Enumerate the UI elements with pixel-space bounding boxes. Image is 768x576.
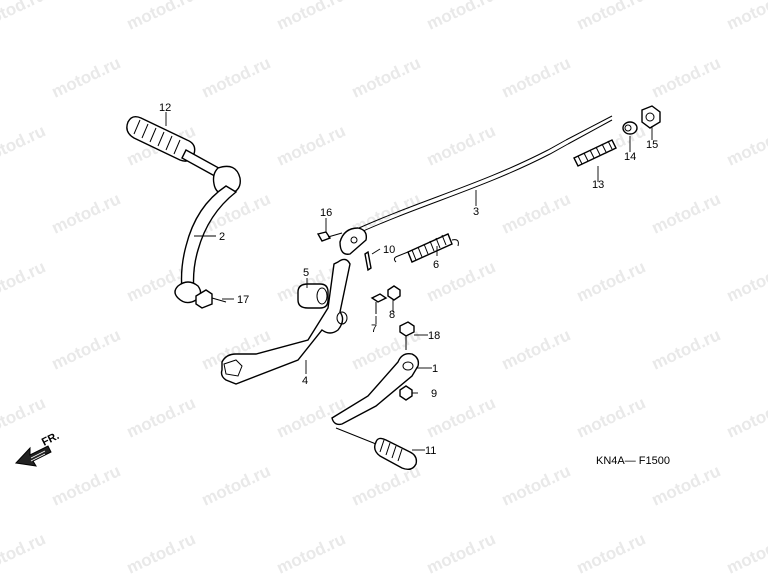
cable-bracket (339, 227, 368, 255)
callout-13: 13 (592, 179, 604, 191)
watermark-text: motod.ru (0, 0, 48, 34)
part-4-brake-pedal (220, 258, 351, 385)
watermark-text: motod.ru (574, 0, 649, 34)
watermark-text: motod.ru (124, 0, 199, 34)
watermark-text: motod.ru (724, 121, 768, 169)
callout-18: 18 (428, 330, 440, 342)
callout-16: 16 (320, 207, 332, 219)
callout-10: 10 (383, 244, 395, 256)
front-direction-indicator: FR. (14, 430, 61, 467)
part-16-bolt (316, 231, 343, 242)
part-3-cable (349, 115, 613, 237)
callout-17: 17 (237, 294, 249, 306)
callout-7: 7 (371, 323, 377, 335)
callout-12: 12 (159, 102, 171, 114)
callout-14: 14 (624, 151, 636, 163)
callout-1: 1 (432, 363, 438, 375)
watermark-text: motod.ru (724, 0, 768, 34)
part-17-bolt (195, 289, 227, 309)
callout-11: 11 (425, 445, 436, 457)
part-6-spring (393, 233, 459, 263)
part-9-nut (399, 385, 413, 401)
watermark-text: motod.ru (649, 189, 724, 237)
watermark-text: motod.ru (0, 257, 48, 305)
part-13-spring (573, 139, 617, 167)
watermark-text: motod.ru (199, 461, 274, 509)
watermark-text: motod.ru (499, 461, 574, 509)
watermark-text: motod.ru (499, 325, 574, 373)
part-7-bolt (370, 293, 388, 314)
watermark-text: motod.ru (424, 121, 499, 169)
watermark-text: motod.ru (574, 529, 649, 576)
part-11-grip (373, 437, 418, 471)
part-18-bolt (399, 321, 415, 350)
watermark-text: motod.ru (424, 529, 499, 576)
callout-4: 4 (302, 375, 308, 387)
watermark-text: motod.ru (124, 393, 199, 441)
callout-15: 15 (646, 139, 658, 151)
watermark-text: motod.ru (49, 461, 124, 509)
watermark-text: motod.ru (424, 0, 499, 34)
watermark-text: motod.ru (124, 529, 199, 576)
watermark-text: motod.ru (0, 529, 48, 576)
watermark-text: motod.ru (274, 121, 349, 169)
watermark-text: motod.ru (49, 189, 124, 237)
watermark-text: motod.ru (649, 461, 724, 509)
watermark-text: motod.ru (0, 393, 48, 441)
watermark-text: motod.ru (424, 393, 499, 441)
watermark-text: motod.ru (574, 393, 649, 441)
part-1-footpeg-bar (331, 352, 420, 445)
callout-9: 9 (431, 388, 437, 400)
watermark-text: motod.ru (499, 53, 574, 101)
watermark-text: motod.ru (499, 189, 574, 237)
part-14-collar (622, 121, 638, 135)
callout-5: 5 (303, 267, 309, 279)
callout-6: 6 (433, 259, 439, 271)
watermark-text: motod.ru (574, 257, 649, 305)
callout-3: 3 (473, 206, 479, 218)
callout-2: 2 (219, 231, 225, 243)
watermark-text: motod.ru (49, 53, 124, 101)
callout-labels: 1 2 3 4 5 6 7 8 9 10 11 12 13 14 15 16 1… (159, 102, 658, 457)
watermark-text: motod.ru (649, 325, 724, 373)
front-arrow-icon (14, 445, 52, 467)
part-8-nut (387, 285, 401, 301)
watermark-text: motod.ru (724, 257, 768, 305)
watermark-text: motod.ru (0, 121, 48, 169)
part-2-kick-arm (174, 149, 241, 304)
watermark-text: motod.ru (199, 53, 274, 101)
part-15-nut (641, 105, 661, 129)
watermark-text: motod.ru (49, 325, 124, 373)
watermark-text: motod.ru (349, 53, 424, 101)
leader-lines (165, 112, 653, 451)
callout-8: 8 (389, 309, 395, 321)
part-10-pin (364, 250, 372, 272)
watermark-text: motod.ru (724, 529, 768, 576)
part-5-collar (297, 283, 329, 309)
watermark-text: motod.ru (274, 0, 349, 34)
watermark-text: motod.ru (724, 393, 768, 441)
watermark-text: motod.ru (649, 53, 724, 101)
front-label: FR. (40, 430, 61, 449)
diagram-code: KN4A— F1500 (596, 455, 670, 467)
watermark-text: motod.ru (274, 529, 349, 576)
